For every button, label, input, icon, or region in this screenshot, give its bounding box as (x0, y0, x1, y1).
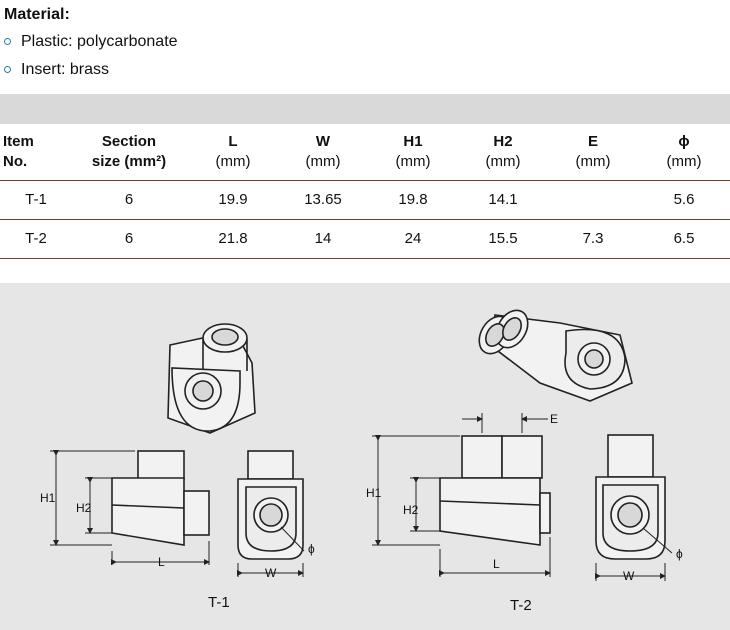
cell: 21.8 (188, 218, 278, 259)
header-h2: H2(mm) (458, 124, 548, 181)
cell: 7.3 (548, 218, 638, 259)
table-row: T-1 6 19.9 13.65 19.8 14.1 5.6 (0, 179, 730, 219)
t1-front-drawing (237, 450, 304, 560)
t2-phi-label: ϕ (676, 547, 683, 561)
header-h1: H1(mm) (368, 124, 458, 181)
material-item: Insert: brass (4, 61, 178, 89)
material-item: Plastic: polycarbonate (4, 33, 178, 61)
cell: 15.5 (458, 218, 548, 259)
bullet-icon (4, 66, 11, 73)
cell: 24 (368, 218, 458, 259)
material-title: Material: (4, 6, 70, 23)
cell: 5.6 (638, 179, 730, 219)
header-e: E(mm) (548, 124, 638, 181)
t1-phi-label: ϕ (308, 542, 315, 556)
t2-e-label: E (550, 412, 558, 426)
material-list: Plastic: polycarbonate Insert: brass (4, 33, 178, 89)
t1-l-label: L (158, 555, 165, 569)
t2-caption: T-2 (510, 597, 532, 614)
t2-l-label: L (493, 557, 500, 571)
header-w: W(mm) (278, 124, 368, 181)
t2-side-drawing (439, 435, 551, 546)
bullet-icon (4, 38, 11, 45)
t2-isometric-drawing (478, 309, 633, 402)
technical-drawing: H1 H2 L W ϕ H1 H2 L E W ϕ (40, 309, 683, 583)
cell: 19.8 (368, 179, 458, 219)
connector-drawings: H1 H2 L W ϕ H1 H2 L E W ϕ T-1 T-2 (0, 283, 730, 630)
header-l: L(mm) (188, 124, 278, 181)
cell (548, 179, 638, 219)
t1-side-drawing (111, 450, 210, 546)
cell: 14 (278, 218, 368, 259)
t1-h1-label: H1 (40, 491, 56, 505)
t2-w-label: W (623, 569, 635, 583)
cell: 13.65 (278, 179, 368, 219)
t2-front-drawing (595, 434, 666, 560)
cell: T-1 (0, 179, 70, 219)
t1-w-label: W (265, 566, 277, 580)
header-phi: ϕ(mm) (638, 124, 730, 181)
t1-h2-label: H2 (76, 501, 92, 515)
cell: 14.1 (458, 179, 548, 219)
table-title-band (0, 94, 730, 124)
material-item-label: Plastic: polycarbonate (21, 33, 178, 50)
cell: 6.5 (638, 218, 730, 259)
material-item-label: Insert: brass (21, 61, 110, 78)
cell: T-2 (0, 218, 70, 259)
t1-isometric-drawing (167, 323, 256, 434)
cell: 19.9 (188, 179, 278, 219)
t2-h1-label: H1 (366, 486, 382, 500)
cell: 6 (70, 179, 188, 219)
cell: 6 (70, 218, 188, 259)
table-row: T-2 6 21.8 14 24 15.5 7.3 6.5 (0, 218, 730, 259)
t1-caption: T-1 (208, 594, 230, 611)
t2-h2-label: H2 (403, 503, 419, 517)
